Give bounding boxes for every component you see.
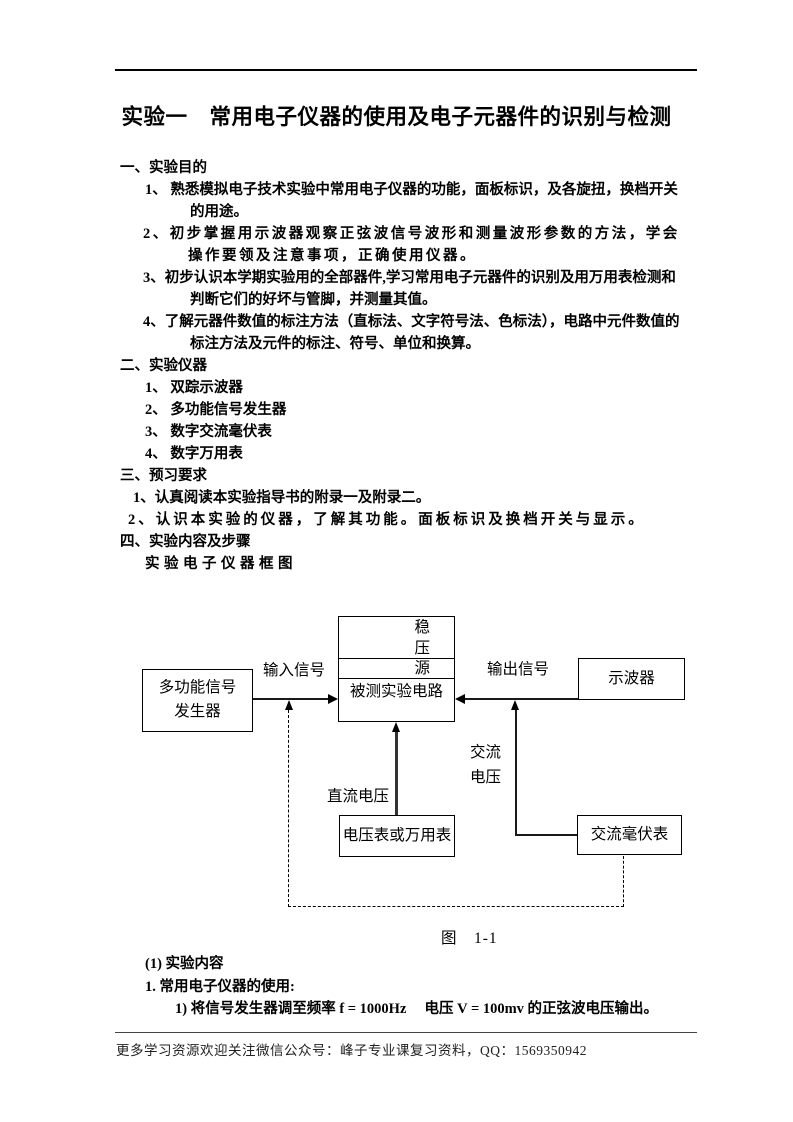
dut-and-supply-box: 稳 压 源 被测实验电路 [338,616,455,722]
body-line-1: 1、 熟悉模拟电子技术实验中常用电子仪器的功能，面板标识，及各旋扭，换档开关 [145,182,678,198]
ac-voltage-line-horizontal [515,834,577,836]
figure-caption: 图 1-1 [441,930,498,947]
section4-heading: 四、实验内容及步骤 [120,534,251,550]
oscilloscope-box: 示波器 [578,658,685,700]
page-title: 实验一 常用电子仪器的使用及电子元器件的识别与检测 [121,105,672,129]
ac-voltage-label-line1: 交流 [470,744,502,761]
body-line-12: 3、 数字交流毫伏表 [145,424,272,440]
experiment-content-block: (1) 实验内容 1. 常用电子仪器的使用: 1) 将信号发生器调至频率 f =… [145,953,705,1021]
footer-rule [115,1032,697,1033]
dc-voltage-label: 直流电压 [327,788,390,805]
feedback-arrowhead-icon [284,700,293,710]
body-line-18: 实验电子仪器框图 [145,556,297,572]
body-line-4: 操作要领及注意事项，正确使用仪器。 [188,248,477,264]
body-text: 一、实验目的 1、 熟悉模拟电子技术实验中常用电子仪器的功能，面板标识，及各旋扭… [118,157,703,575]
body-line-13: 4、 数字万用表 [145,446,243,462]
body-line-5: 3、初步认识本学期实验用的全部器件,学习常用电子元器件的识别及用万用表检测和 [143,270,676,286]
feedback-dashed-line-right [623,856,624,907]
signal-generator-box: 多功能信号 发生器 [142,669,253,732]
content-line-2: 1) 将信号发生器调至频率 f = 1000Hz 电压 V = 100mv 的正… [175,1001,659,1017]
regulated-supply-char1: 稳 [414,619,430,636]
body-line-16: 2、认识本实验的仪器，了解其功能。面板标识及换档开关与显示。 [128,512,646,528]
input-signal-label: 输入信号 [263,662,326,679]
feedback-dashed-line-bottom [288,906,624,907]
output-signal-label: 输出信号 [487,661,550,678]
dut-label: 被测实验电路 [349,683,443,700]
regulated-supply-row2: 源 [339,659,454,679]
output-signal-line [464,698,578,700]
regulated-supply-char2: 压 [414,640,430,657]
feedback-dashed-line-left [288,710,289,907]
ac-voltage-line-vertical [515,709,517,836]
regulated-supply-row1: 稳 压 [339,617,454,659]
input-arrowhead-icon [328,694,338,704]
body-line-6: 判断它们的好坏与管脚，并测量其值。 [190,292,437,308]
output-arrowhead-icon [455,694,465,704]
ac-voltage-arrowhead-icon [511,700,519,710]
content-line-1: 1. 常用电子仪器的使用: [145,978,295,995]
body-line-2: 的用途。 [190,204,248,220]
body-line-8: 标注方法及元件的标注、符号、单位和换算。 [190,336,480,352]
body-line-3: 2、初步掌握用示波器观察正弦波信号波形和测量波形参数的方法，学会 [143,226,680,242]
footer-text: 更多学习资源欢迎关注微信公众号：峰子专业课复习资料，QQ：1569350942 [116,1043,587,1058]
body-line-11: 2、 多功能信号发生器 [145,402,287,418]
body-line-7: 4、了解元器件数值的标注方法（直标法、文字符号法、色标法），电路中元件数值的 [143,314,680,330]
voltmeter-box: 电压表或万用表 [339,815,455,857]
ac-voltage-label-line2: 电压 [470,769,502,786]
section1-heading: 一、实验目的 [120,160,207,176]
section3-heading: 三、预习要求 [120,468,207,484]
ac-millivoltmeter-box: 交流毫伏表 [577,815,682,855]
content-line-0: (1) 实验内容 [145,956,224,972]
input-signal-line [253,698,329,700]
dc-voltage-line [395,732,398,815]
section2-heading: 二、实验仪器 [120,358,207,374]
body-line-10: 1、 双踪示波器 [145,380,243,396]
dc-voltage-arrowhead-icon [392,722,400,732]
signal-generator-label-line1: 多功能信号 [158,679,237,696]
header-rule [115,69,697,71]
signal-generator-label-line2: 发生器 [174,703,221,720]
body-line-15: 1、认真阅读本实验指导书的附录一及附录二。 [133,490,431,506]
